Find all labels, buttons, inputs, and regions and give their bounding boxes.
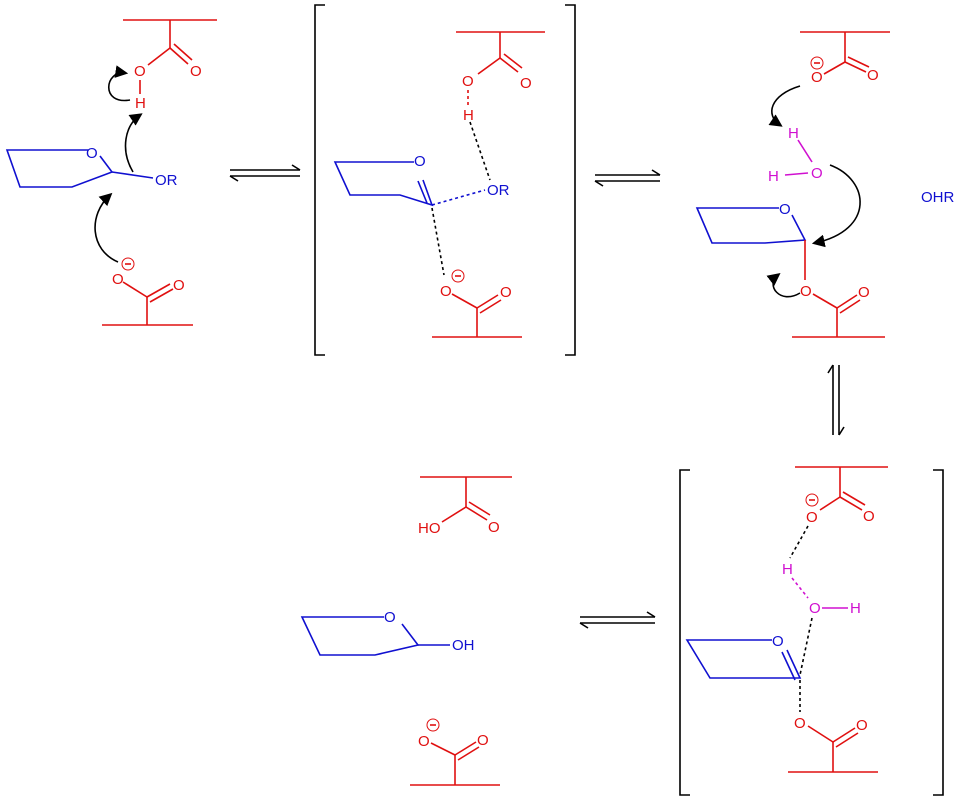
- transition-state-2: O O H O H O O O: [679, 466, 944, 796]
- leaving-group-label: OR: [155, 172, 178, 189]
- reactant: O OR O O H O O: [5, 19, 217, 326]
- curved-arrow: [94, 192, 119, 263]
- base-oxygen: O: [806, 509, 818, 526]
- left-bracket: [679, 469, 690, 796]
- acid-proton: H: [135, 95, 146, 112]
- ring-oxygen: O: [772, 633, 784, 650]
- base-carbonyl-oxygen: O: [500, 284, 512, 301]
- left-bracket: [314, 4, 325, 356]
- right-bracket: [565, 4, 576, 356]
- ester-carbonyl-oxygen: O: [856, 717, 868, 734]
- water-hydrogen: H: [782, 561, 793, 578]
- ring-oxygen: O: [779, 201, 791, 218]
- equilibrium-arrow: [229, 164, 301, 182]
- anomeric-hydroxyl: OH: [452, 637, 475, 654]
- base-carbonyl-oxygen: O: [173, 277, 185, 294]
- negative-charge-icon: [121, 257, 135, 271]
- base-carbonyl-oxygen: O: [863, 508, 875, 525]
- acid-carbonyl-oxygen: O: [520, 75, 532, 92]
- acid-carbonyl-oxygen: O: [190, 63, 202, 80]
- equilibrium-arrow: [827, 364, 845, 436]
- acid-oxygen: O: [134, 63, 146, 80]
- base-carbonyl-oxygen: O: [867, 67, 879, 84]
- right-bracket: [933, 469, 944, 796]
- covalent-intermediate: O O H O H OHR O O O: [695, 31, 955, 338]
- acid-hydroxyl: HO: [418, 520, 441, 537]
- base-oxygen: O: [440, 283, 452, 300]
- acid-carbonyl-oxygen: O: [488, 519, 500, 536]
- base-carbonyl-oxygen: O: [477, 732, 489, 749]
- water-hydrogen: H: [850, 600, 861, 617]
- base-oxygen: O: [811, 69, 823, 86]
- base-oxygen: O: [112, 271, 124, 288]
- water-hydrogen: H: [768, 168, 779, 185]
- transition-state-1: O OR O O H O O: [314, 4, 576, 356]
- equilibrium-arrow: [594, 169, 661, 187]
- base-oxygen: O: [418, 733, 430, 750]
- products: HO O O OH O O: [300, 476, 512, 786]
- ring-oxygen: O: [414, 153, 426, 170]
- acid-oxygen: O: [462, 73, 474, 90]
- negative-charge-icon: [810, 56, 824, 70]
- ester-oxygen: O: [800, 283, 812, 300]
- equilibrium-arrow: [579, 611, 656, 629]
- leaving-group-label: OR: [487, 182, 510, 199]
- negative-charge-icon: [451, 269, 465, 283]
- ring-oxygen: O: [86, 145, 98, 162]
- curved-arrow: [107, 65, 131, 102]
- negative-charge-icon: [426, 718, 440, 732]
- curved-arrow: [124, 113, 143, 173]
- ester-carbonyl-oxygen: O: [858, 284, 870, 301]
- acid-proton: H: [463, 107, 474, 124]
- curved-arrow: [811, 164, 861, 248]
- water-hydrogen: H: [788, 125, 799, 142]
- negative-charge-icon: [805, 493, 819, 507]
- curved-arrow: [766, 273, 801, 298]
- ring-oxygen: O: [384, 609, 396, 626]
- ester-oxygen: O: [794, 715, 806, 732]
- water-oxygen: O: [811, 165, 823, 182]
- curved-arrow: [768, 85, 801, 127]
- water-oxygen: O: [809, 600, 821, 617]
- leaving-alcohol-label: OHR: [921, 189, 955, 206]
